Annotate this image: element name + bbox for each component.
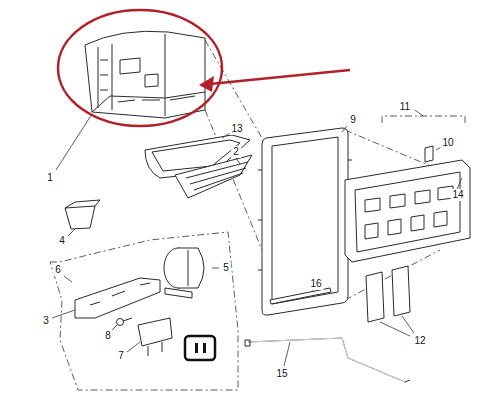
grille [175, 155, 252, 198]
long-rod [245, 338, 410, 382]
callout-number: 9 [348, 114, 358, 126]
cup [65, 200, 100, 236]
callout-number: 11 [398, 101, 412, 113]
group-outline [50, 232, 238, 390]
screw [112, 318, 132, 330]
callout-number: 12 [412, 335, 427, 347]
group-bracket [382, 110, 465, 123]
callout-number: 7 [116, 350, 126, 362]
callout-number: 15 [274, 368, 289, 380]
highlight [58, 10, 350, 126]
callout-number: 4 [57, 235, 67, 247]
insulation-pieces [366, 266, 414, 336]
callout-number: 10 [440, 137, 455, 149]
mounting-plate [52, 276, 160, 318]
callout-number: 13 [229, 123, 244, 135]
callout-number: 16 [308, 278, 323, 290]
callout-number: 14 [450, 189, 465, 201]
callout-number: 6 [53, 264, 63, 276]
switch [127, 318, 172, 356]
control-panel [345, 160, 470, 262]
callout-number: 5 [221, 262, 231, 274]
callout-number: 3 [41, 315, 51, 327]
frame [258, 126, 352, 315]
motor [164, 248, 219, 298]
callout-number: 1 [45, 172, 55, 184]
short-rod [270, 288, 331, 304]
pad [185, 336, 215, 360]
callout-number: 2 [231, 146, 241, 158]
callout-number: 8 [103, 330, 113, 342]
